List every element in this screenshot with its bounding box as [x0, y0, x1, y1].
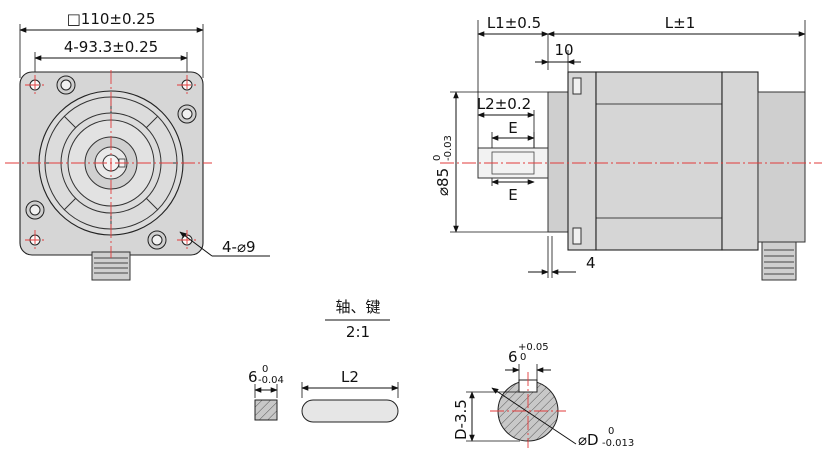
side-view: L1±0.5 L±1 10 L2±0.2 E E ⌀85 0 -0.03 — [432, 14, 822, 281]
holes-dim: 4-⌀9 — [222, 238, 256, 256]
detail-title: 轴、键 — [335, 298, 380, 316]
key-width-tol-upper: 0 — [262, 364, 268, 375]
flange — [567, 71, 597, 251]
shaft-diameter: ⌀D — [578, 431, 599, 449]
pilot-tol-lower: -0.03 — [443, 135, 454, 161]
slot-tol-upper: +0.05 — [518, 342, 549, 353]
shaft-depth-dim: D-3.5 — [452, 399, 470, 440]
slot-width-dim: 6 — [508, 348, 518, 366]
rear-cap — [721, 71, 759, 251]
l2-dim: L2±0.2 — [477, 95, 531, 113]
key-profile — [301, 399, 399, 423]
key-width-tol-lower: -0.04 — [258, 375, 284, 386]
square-size-dim: □110±0.25 — [67, 10, 156, 28]
l1-dim: L1±0.5 — [487, 14, 541, 32]
detail-section: 轴、键 2:1 6 0 -0.04 L2 6 +0.05 0 — [248, 298, 634, 449]
key-length-dim: L2 — [341, 368, 359, 386]
e-bottom-label: E — [508, 186, 517, 204]
key-section — [254, 399, 278, 421]
slot-tol-lower: 0 — [520, 352, 526, 363]
detail-scale: 2:1 — [346, 323, 370, 341]
shaft-tol-upper: 0 — [608, 426, 614, 437]
shaft-tol-lower: -0.013 — [602, 438, 634, 449]
e-top-label: E — [508, 119, 517, 137]
key-width-dim: 6 — [248, 368, 258, 386]
motor-body — [595, 71, 723, 251]
rear-encoder — [757, 91, 806, 243]
front-view: □110±0.25 4-93.3±0.25 — [5, 10, 270, 281]
pilot-diameter: ⌀85 — [434, 168, 452, 196]
hole-spacing-dim: 4-93.3±0.25 — [64, 38, 158, 56]
l-dim: L±1 — [665, 14, 695, 32]
pilot-boss — [547, 91, 569, 233]
rear-dim: 4 — [586, 254, 596, 272]
flange-dim: 10 — [554, 41, 573, 59]
pilot-tol-upper: 0 — [432, 155, 443, 161]
